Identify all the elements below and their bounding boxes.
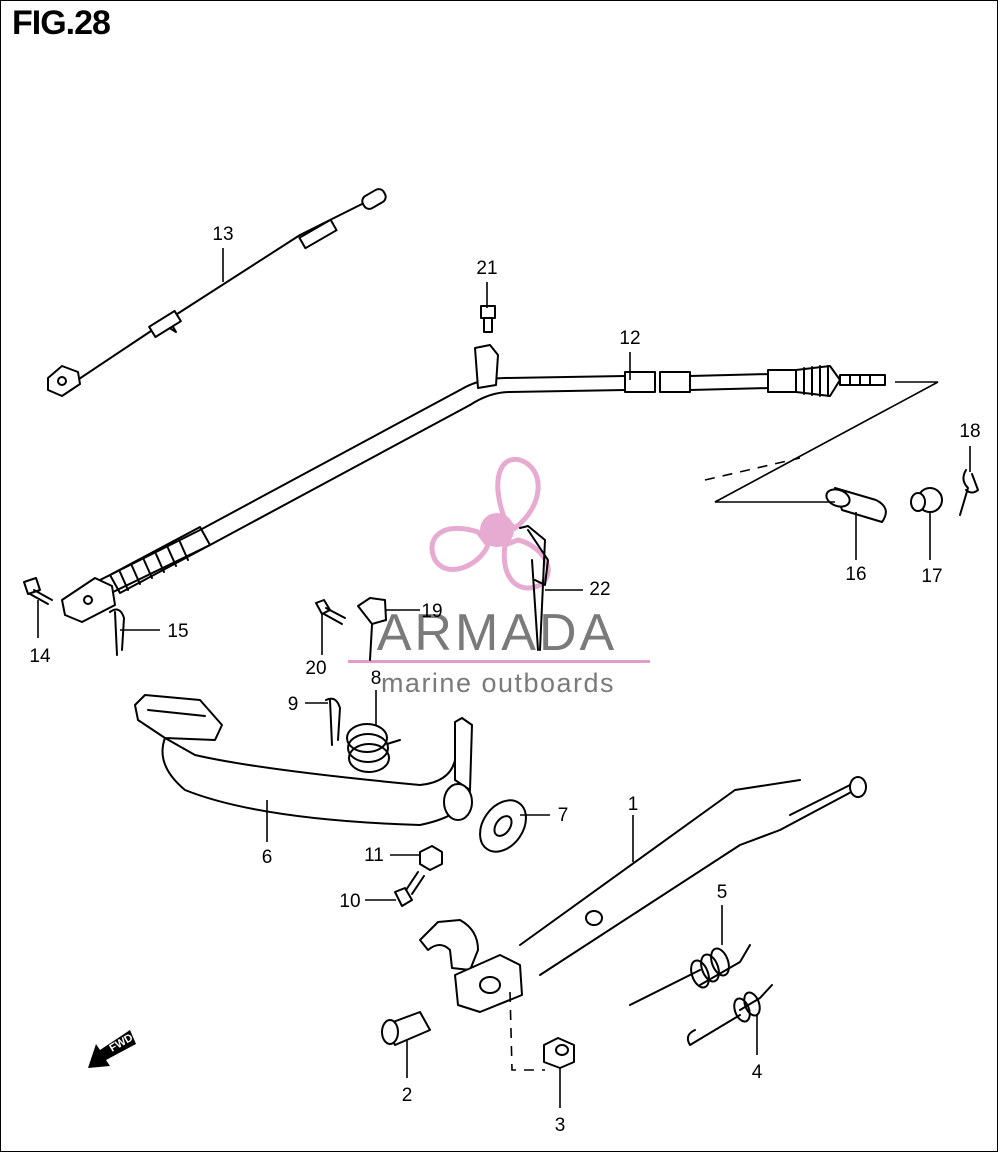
callout-9: 9 — [288, 694, 299, 715]
part-20-bolt — [315, 599, 346, 625]
part-5-spring — [629, 944, 751, 1006]
callout-13: 13 — [212, 224, 233, 245]
part-9-cotter-pin — [325, 697, 341, 746]
callout-15: 15 — [167, 621, 188, 642]
callout-11: 11 — [364, 845, 384, 866]
figure-title: FIG.28 — [12, 4, 111, 42]
part-8-spring — [346, 723, 401, 773]
propeller-icon — [429, 456, 551, 591]
part-19-bracket — [357, 597, 387, 661]
watermark-logo: ARMADA marine outboards — [348, 456, 650, 698]
part-17-bushing — [910, 487, 943, 513]
part-1-side-stand — [419, 776, 867, 1013]
callout-4: 4 — [752, 1062, 763, 1083]
callout-10: 10 — [339, 891, 360, 912]
part-7-washer — [479, 799, 527, 853]
part-4-spring — [686, 984, 773, 1046]
callout-21: 21 — [476, 258, 497, 279]
callout-17: 17 — [921, 566, 942, 587]
part-22-bracket — [519, 525, 549, 651]
callout-3: 3 — [555, 1115, 566, 1136]
part-14-pin — [23, 577, 53, 605]
part-21-bolt — [480, 305, 496, 333]
part-10-bolt — [394, 871, 425, 907]
part-16-boot — [825, 487, 887, 523]
callout-20: 20 — [305, 658, 326, 679]
callout-22: 22 — [589, 579, 610, 600]
callout-8: 8 — [371, 668, 382, 689]
leader-lines — [37, 248, 971, 1108]
callout-5: 5 — [717, 882, 728, 903]
part-11-nut — [419, 845, 443, 871]
callout-18: 18 — [959, 421, 980, 442]
part-2-pivot-bolt — [381, 1011, 431, 1046]
callout-14: 14 — [29, 646, 51, 667]
watermark-tagline: marine outboards — [381, 668, 615, 698]
callout-19: 19 — [421, 601, 442, 622]
part-6-brake-pedal — [134, 694, 473, 826]
part-12-cable — [61, 344, 886, 623]
callout-16: 16 — [845, 564, 866, 585]
callout-1: 1 — [628, 794, 639, 815]
callout-labels: 13 21 12 18 16 17 22 15 14 19 20 8 9 1 7… — [29, 224, 980, 1136]
part-3-nut — [543, 1037, 575, 1069]
callout-12: 12 — [619, 328, 640, 349]
fwd-arrow-icon: FWD — [88, 1030, 136, 1068]
callout-7: 7 — [558, 805, 569, 826]
part-15-cotter-pin — [109, 608, 125, 656]
callout-2: 2 — [402, 1085, 413, 1106]
callout-6: 6 — [262, 847, 273, 868]
part-18-clip — [959, 469, 979, 516]
watermark-brand: ARMADA — [377, 604, 617, 662]
part-13-cable — [47, 188, 387, 397]
watermark-divider — [348, 660, 650, 663]
